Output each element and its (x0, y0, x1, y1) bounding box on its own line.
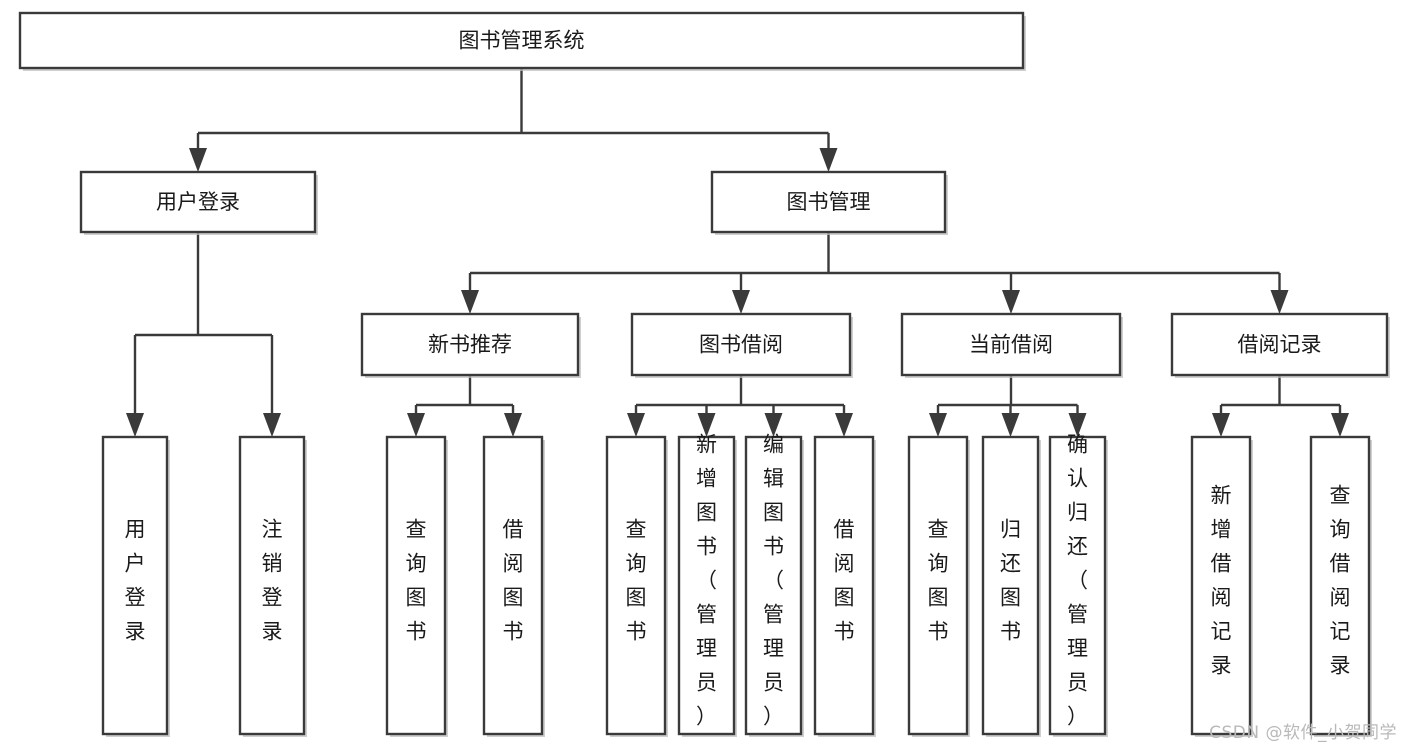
arrow-head-icon (835, 413, 853, 437)
arrow-head-icon (1212, 413, 1230, 437)
node-book-manage[interactable]: 图书管理 (710, 170, 948, 235)
box-outline (482, 435, 544, 736)
node-user-login[interactable]: 用户登录 (79, 170, 318, 235)
node-new-book-rec[interactable]: 新书推荐 (360, 312, 581, 378)
node-leaf-query-book-2[interactable]: 查询图书 (605, 435, 668, 737)
box-outline (360, 312, 580, 377)
box-outline (907, 435, 969, 736)
box-outline (630, 312, 852, 377)
arrow-head-icon (504, 413, 522, 437)
node-leaf-add-record[interactable]: 新增借阅记录 (1190, 435, 1253, 737)
arrow-head-icon (819, 148, 838, 172)
node-leaf-return-book[interactable]: 归还图书 (981, 435, 1041, 737)
node-label: 借阅图书 (503, 518, 524, 644)
node-leaf-confirm-return[interactable]: 确认归还（管理员） (1048, 433, 1108, 738)
node-label: 用户登录 (125, 518, 146, 644)
box-outline (1048, 435, 1107, 736)
box-outline (1170, 312, 1389, 377)
node-leaf-user-login[interactable]: 用户登录 (101, 435, 170, 737)
connectors-layer (126, 68, 1349, 437)
node-label: 新增借阅记录 (1211, 484, 1232, 678)
node-label: 新书推荐 (428, 333, 512, 357)
node-label: 查询图书 (626, 518, 647, 644)
node-label: 注销登录 (262, 518, 283, 644)
node-label: 确认归还（管理员） (1067, 433, 1088, 729)
node-leaf-add-book[interactable]: 新增图书（管理员） (677, 433, 737, 738)
node-leaf-edit-book[interactable]: 编辑图书（管理员） (744, 433, 804, 738)
box-outline (605, 435, 667, 736)
node-leaf-borrow-book-2[interactable]: 借阅图书 (813, 435, 876, 737)
box-outline (18, 11, 1025, 70)
node-leaf-query-book-1[interactable]: 查询图书 (385, 435, 448, 737)
box-outline (101, 435, 169, 736)
box-outline (1309, 435, 1371, 736)
arrow-head-icon (189, 148, 207, 172)
arrow-head-icon (1068, 413, 1087, 437)
node-label: 图书管理 (787, 190, 871, 214)
arrow-head-icon (929, 413, 947, 437)
arrow-head-icon (263, 413, 281, 437)
node-label: 图书借阅 (699, 333, 783, 357)
box-outline (238, 435, 306, 736)
node-label: 编辑图书（管理员） (763, 433, 784, 729)
box-outline (710, 170, 947, 234)
arrow-head-icon (126, 413, 144, 437)
arrow-head-icon (764, 413, 783, 437)
arrow-head-icon (461, 290, 479, 314)
node-leaf-borrow-book-1[interactable]: 借阅图书 (482, 435, 545, 737)
node-label: 归还图书 (1000, 518, 1021, 644)
node-leaf-query-record[interactable]: 查询借阅记录 (1309, 435, 1372, 737)
arrow-head-icon (1331, 413, 1349, 437)
box-outline (900, 312, 1122, 377)
box-outline (1190, 435, 1252, 736)
node-label: 新增图书（管理员） (696, 433, 717, 729)
watermark-text: CSDN @软件_小贺同学 (1209, 723, 1397, 743)
node-leaf-logout[interactable]: 注销登录 (238, 435, 307, 737)
node-label: 用户登录 (156, 190, 240, 214)
arrow-head-icon (1001, 413, 1020, 437)
node-label: 查询借阅记录 (1330, 484, 1351, 678)
arrow-head-icon (1002, 290, 1020, 314)
box-outline (79, 170, 317, 234)
box-outline (385, 435, 447, 736)
node-book-borrow[interactable]: 图书借阅 (630, 312, 853, 378)
arrow-head-icon (697, 413, 716, 437)
node-current-borrow[interactable]: 当前借阅 (900, 312, 1123, 378)
node-label: 查询图书 (406, 518, 427, 644)
arrow-head-icon (1270, 290, 1289, 314)
node-label: 图书管理系统 (459, 29, 585, 53)
arrow-head-icon (732, 290, 750, 314)
node-borrow-record[interactable]: 借阅记录 (1170, 312, 1390, 378)
node-root[interactable]: 图书管理系统 (18, 11, 1026, 71)
node-label: 当前借阅 (969, 333, 1053, 357)
node-leaf-query-book-3[interactable]: 查询图书 (907, 435, 970, 737)
node-label: 借阅记录 (1238, 333, 1322, 357)
node-label: 借阅图书 (834, 518, 855, 644)
node-label: 查询图书 (928, 518, 949, 644)
arrow-head-icon (627, 413, 645, 437)
box-outline (813, 435, 875, 736)
box-outline (677, 435, 736, 736)
nodes-layer: 图书管理系统用户登录图书管理新书推荐图书借阅当前借阅借阅记录用户登录注销登录查询… (18, 11, 1390, 738)
box-outline (744, 435, 803, 736)
arrow-head-icon (407, 413, 425, 437)
box-outline (981, 435, 1040, 736)
